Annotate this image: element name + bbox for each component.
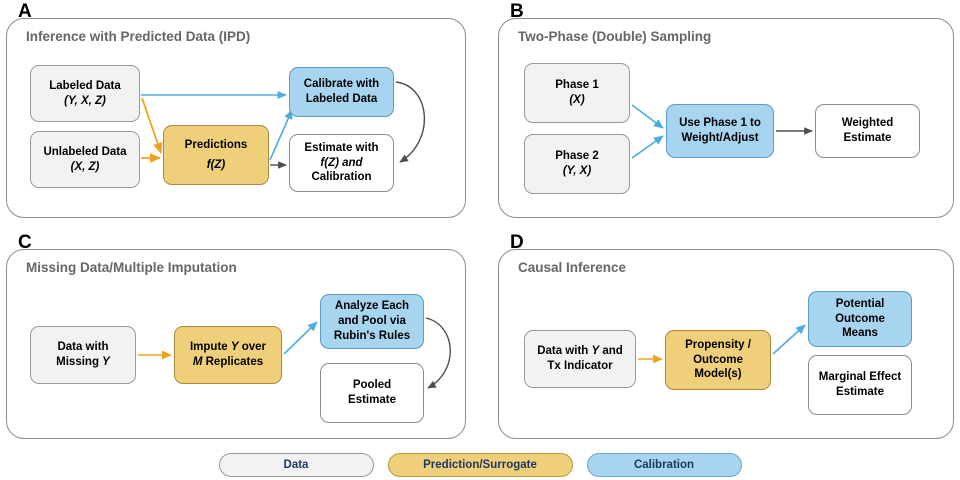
node-line: Calibrate with	[303, 78, 380, 91]
legend-item-calibration[interactable]: Calibration	[586, 453, 742, 477]
node-line: Unlabeled Data	[43, 145, 127, 158]
node-line: Estimate with	[304, 141, 379, 154]
panel-d-title: Causal Inference	[518, 260, 627, 275]
node-weighted-estimate[interactable]: Weighted Estimate	[815, 104, 920, 158]
node-line: Pooled	[352, 379, 392, 392]
panel-d	[498, 249, 954, 439]
node-line: (Y, X)	[562, 165, 592, 177]
panel-letter-c: C	[18, 232, 32, 253]
node-line: and Pool via	[338, 315, 406, 328]
panel-c-title: Missing Data/Multiple Imputation	[26, 260, 237, 275]
node-line: Predictions	[184, 138, 248, 151]
node-line: Outcome	[835, 312, 885, 325]
node-line: Potential	[835, 297, 885, 310]
node-predictions[interactable]: Predictions f(Z)	[163, 125, 269, 185]
node-phase-1[interactable]: Phase 1 (X)	[524, 63, 630, 123]
node-line: Marginal Effect	[818, 371, 902, 384]
panel-c	[6, 249, 466, 439]
node-potential-outcome-means[interactable]: Potential Outcome Means	[808, 291, 912, 347]
panel-b-title: Two-Phase (Double) Sampling	[518, 29, 712, 44]
node-use-phase-1-to-weight-adjust[interactable]: Use Phase 1 to Weight/Adjust	[666, 104, 774, 158]
node-line: (X)	[569, 94, 585, 106]
legend-label: Prediction/Surrogate	[423, 459, 537, 471]
node-line: Labeled Data	[305, 93, 378, 105]
node-data-with-missing-y[interactable]: Data with Missing Y	[30, 326, 136, 384]
node-line: Data with	[57, 341, 109, 354]
node-line: Estimate	[348, 394, 396, 406]
node-line: Labeled Data	[49, 79, 121, 92]
node-line: Model(s)	[694, 368, 742, 381]
legend-item-data[interactable]: Data	[218, 453, 374, 477]
legend-label: Data	[283, 459, 309, 471]
node-line: Outcome	[693, 353, 743, 366]
panel-b	[498, 18, 954, 218]
node-line: Calibration	[311, 171, 372, 184]
legend-item-prediction-surrogate[interactable]: Prediction/Surrogate	[387, 453, 573, 477]
node-line: Phase 1	[555, 79, 599, 92]
node-line: (Y, X, Z)	[64, 94, 106, 107]
node-line: Means	[842, 327, 878, 340]
node-phase-2[interactable]: Phase 2 (Y, X)	[524, 134, 630, 194]
node-propensity-outcome-models[interactable]: Propensity / Outcome Model(s)	[665, 330, 771, 390]
legend-label: Calibration	[633, 459, 695, 471]
node-marginal-effect-estimate[interactable]: Marginal Effect Estimate	[808, 355, 912, 415]
node-line: Propensity /	[685, 338, 751, 351]
node-line: (X, Z)	[70, 160, 100, 173]
node-line: Rubin's Rules	[333, 329, 411, 342]
node-estimate-with-calibration[interactable]: Estimate with f(Z) and Calibration	[289, 134, 394, 192]
panel-letter-d: D	[510, 232, 524, 253]
node-impute-y-over-m-replicates[interactable]: Impute Y over M Replicates	[174, 326, 282, 384]
panel-letter-b: B	[510, 1, 524, 22]
node-line: f(Z)	[206, 158, 226, 171]
node-line: Weighted	[841, 117, 894, 130]
node-pooled-estimate[interactable]: Pooled Estimate	[320, 363, 424, 423]
node-line: Analyze Each	[334, 300, 410, 313]
node-labeled-data[interactable]: Labeled Data (Y, X, Z)	[30, 65, 140, 122]
node-line: Use Phase 1 to	[679, 117, 761, 130]
panel-a	[6, 18, 466, 218]
panel-letter-a: A	[18, 1, 32, 22]
node-line: Phase 2	[555, 150, 599, 163]
node-line: Estimate	[836, 386, 884, 398]
node-data-with-y-and-tx-indicator[interactable]: Data with Y and Tx Indicator	[524, 330, 636, 388]
node-line: Estimate	[843, 132, 892, 144]
panel-a-title: Inference with Predicted Data (IPD)	[26, 29, 251, 44]
node-calibrate-with-labeled-data[interactable]: Calibrate with Labeled Data	[289, 67, 394, 117]
node-line: f(Z) and	[320, 156, 363, 169]
legend: Data Prediction/Surrogate Calibration	[0, 450, 960, 480]
node-line: Weight/Adjust	[681, 132, 759, 144]
node-analyze-each-and-pool[interactable]: Analyze Each and Pool via Rubin's Rules	[320, 294, 424, 349]
node-unlabeled-data[interactable]: Unlabeled Data (X, Z)	[30, 131, 140, 188]
node-line: Tx Indicator	[547, 360, 613, 372]
